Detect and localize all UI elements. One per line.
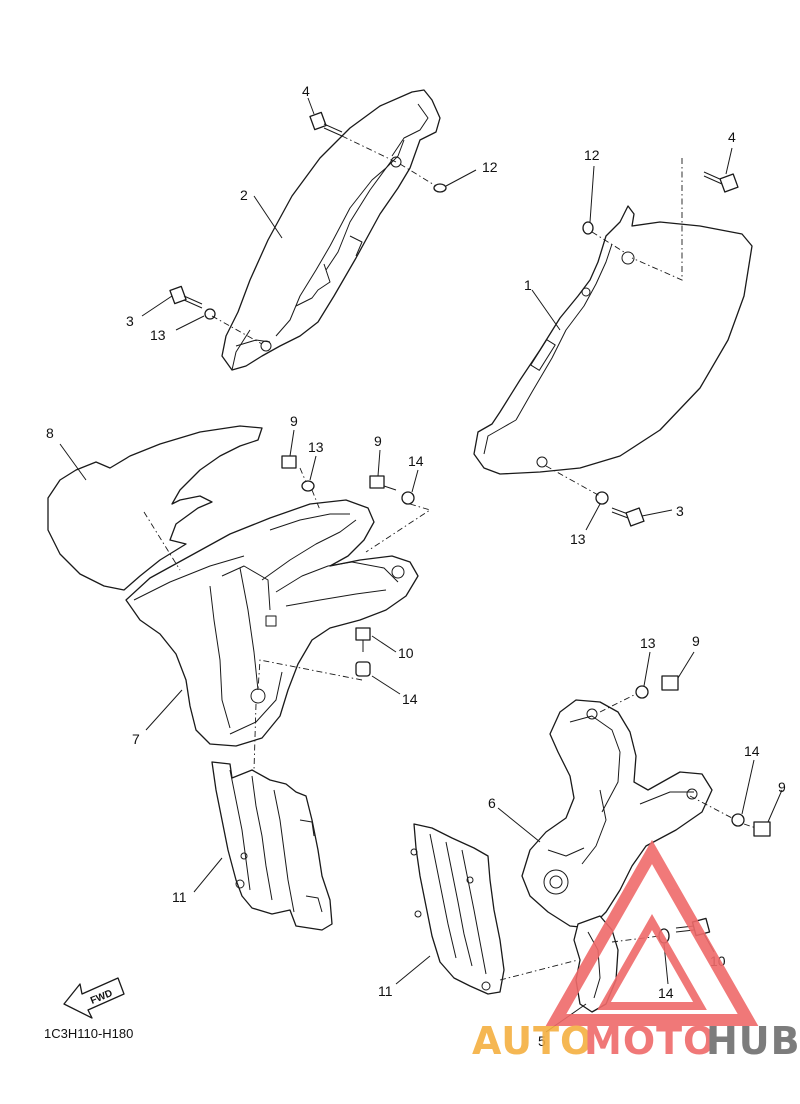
grommet-icon: [595, 491, 609, 505]
diagram-code: 1C3H110-H180: [44, 1026, 133, 1041]
watermark-text-hub: HUB: [706, 1019, 800, 1063]
bolt-icon: [611, 507, 645, 527]
part-11-louver-right: [410, 823, 505, 995]
part-6-shroud: [521, 699, 713, 929]
callout-14: 14: [658, 985, 674, 1001]
bolt-icon: [661, 675, 679, 691]
leader-lines: [59, 97, 783, 1033]
washer-icon: [401, 491, 415, 505]
callout-13: 13: [150, 327, 166, 343]
grommet-icon: [635, 685, 649, 699]
bolt-icon: [753, 821, 771, 837]
callout-11: 11: [172, 889, 187, 905]
assembly-lines: [143, 135, 757, 981]
part-8-graphic: [47, 425, 263, 591]
callout-10: 10: [398, 645, 414, 661]
callout-8: 8: [46, 425, 54, 441]
callout-3: 3: [676, 503, 684, 519]
callout-2: 2: [240, 187, 248, 203]
fwd-arrow: FWD: [63, 977, 125, 1019]
washer-icon: [582, 221, 594, 235]
part-2-side-cover: [221, 89, 441, 371]
part-7-shroud: [125, 499, 419, 747]
callout-3: 3: [126, 313, 134, 329]
callout-12: 12: [584, 147, 600, 163]
callout-6: 6: [488, 795, 496, 811]
bolt-icon: [355, 627, 371, 641]
callout-1: 1: [524, 277, 532, 293]
callout-13: 13: [570, 531, 586, 547]
callout-9: 9: [692, 633, 700, 649]
callout-14: 14: [402, 691, 418, 707]
washer-icon: [731, 813, 745, 827]
bolt-icon: [369, 475, 385, 489]
bolt-icon: [169, 285, 203, 309]
callout-11: 11: [378, 983, 393, 999]
callout-9: 9: [374, 433, 382, 449]
callout-labels: 4 2 12 3 13 12 4 1 8 9 13 9 14 13 3 10 1…: [46, 83, 786, 1049]
callout-9: 9: [778, 779, 786, 795]
grommet-icon: [301, 480, 315, 492]
grommet-icon: [204, 308, 216, 320]
callout-12: 12: [482, 159, 498, 175]
callout-13: 13: [640, 635, 656, 651]
callout-14: 14: [408, 453, 424, 469]
callout-4: 4: [302, 83, 310, 99]
callout-9: 9: [290, 413, 298, 429]
bolt-icon: [309, 111, 343, 137]
part-11-louver-left: [211, 761, 333, 931]
callout-7: 7: [132, 731, 140, 747]
fasteners: [169, 111, 771, 944]
callout-14: 14: [744, 743, 760, 759]
callout-5: 5: [538, 1033, 546, 1049]
watermark-text-moto: MOTO: [584, 1019, 716, 1063]
watermark-logo: AUTO MOTO HUB: [472, 839, 800, 1063]
washer-icon: [433, 183, 447, 193]
bolt-icon: [703, 171, 739, 193]
washer-icon: [355, 661, 371, 677]
callout-4: 4: [728, 129, 736, 145]
part-1-side-cover: [473, 205, 753, 475]
bolt-icon: [281, 455, 297, 469]
callout-13: 13: [308, 439, 324, 455]
watermark-text-auto: AUTO: [472, 1019, 593, 1063]
